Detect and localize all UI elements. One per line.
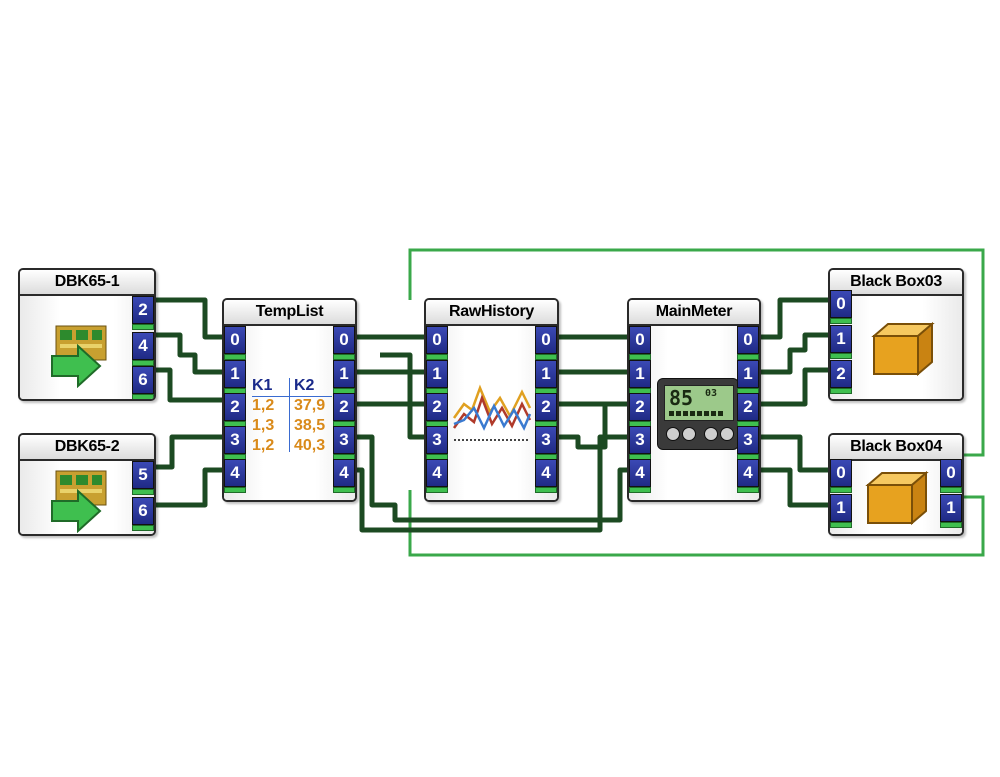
output-port-1[interactable]: 1	[737, 360, 759, 394]
output-port-0[interactable]: 0	[737, 326, 759, 360]
output-port-4[interactable]: 4	[132, 332, 154, 366]
table-cell: 1,2	[252, 437, 275, 454]
input-port-1[interactable]: 1	[830, 494, 852, 528]
output-port-1[interactable]: 1	[940, 494, 962, 528]
wire-rh-mm-3	[558, 404, 608, 450]
input-port-1[interactable]: 1	[629, 360, 651, 394]
table-divider-h	[252, 396, 332, 397]
wire-rh-3-loop	[380, 352, 424, 440]
wire-dbk1-4	[156, 332, 223, 375]
output-port-3[interactable]: 3	[737, 426, 759, 460]
block-title: MainMeter	[629, 300, 759, 326]
block-title: DBK65-1	[20, 270, 154, 296]
input-port-4[interactable]: 4	[629, 459, 651, 493]
input-port-4[interactable]: 4	[224, 459, 246, 493]
meter-knob	[682, 427, 696, 441]
output-port-2[interactable]: 2	[333, 393, 355, 427]
output-port-0[interactable]: 0	[535, 326, 557, 360]
history-chart-icon	[452, 384, 532, 441]
output-port-6[interactable]: 6	[132, 366, 154, 399]
output-port-3[interactable]: 3	[333, 426, 355, 460]
input-port-3[interactable]: 3	[629, 426, 651, 460]
output-port-5[interactable]: 5	[132, 461, 154, 495]
wire-dbk1-6	[156, 367, 223, 403]
input-port-0[interactable]: 0	[830, 290, 852, 324]
input-port-1[interactable]: 1	[830, 325, 852, 359]
input-port-2[interactable]: 2	[830, 360, 852, 394]
output-port-2[interactable]: 2	[535, 393, 557, 427]
wire-dbk2-6	[156, 467, 223, 508]
input-port-2[interactable]: 2	[224, 393, 246, 427]
input-port-3[interactable]: 3	[224, 426, 246, 460]
output-port-4[interactable]: 4	[333, 459, 355, 493]
meter-icon: 85 03	[657, 378, 739, 450]
feedback-loop-wire-bottom	[408, 490, 985, 557]
block-body	[20, 461, 154, 534]
input-port-0[interactable]: 0	[224, 326, 246, 360]
input-port-1[interactable]: 1	[224, 360, 246, 394]
feedback-loop-wire	[408, 248, 985, 457]
output-port-2[interactable]: 2	[132, 296, 154, 330]
wire-mm-bb04-1	[760, 467, 828, 508]
table-cell: 37,9	[294, 397, 326, 414]
block-body	[830, 296, 962, 399]
wire-dbk1-2	[156, 297, 223, 340]
blackbox03-block[interactable]: Black Box03 0 1 2	[828, 268, 964, 401]
input-port-0[interactable]: 0	[830, 459, 852, 493]
input-port-3[interactable]: 3	[426, 426, 448, 460]
output-port-3[interactable]: 3	[535, 426, 557, 460]
output-port-1[interactable]: 1	[333, 360, 355, 394]
table-cell: 40,3	[294, 437, 326, 454]
wire-mm-bb03-0	[760, 297, 828, 340]
input-port-0[interactable]: 0	[629, 326, 651, 360]
data-input-icon	[51, 325, 107, 388]
meter-knob	[666, 427, 680, 441]
input-port-1[interactable]: 1	[426, 360, 448, 394]
meter-knob	[720, 427, 734, 441]
wire-mm-bb04-0	[760, 434, 828, 473]
dbk65-1-block[interactable]: DBK65-1 2 4 6	[18, 268, 156, 401]
table-cell: 38,5	[294, 417, 326, 434]
block-body	[20, 296, 154, 399]
block-title: TempList	[224, 300, 355, 326]
box-icon	[871, 321, 935, 377]
output-port-0[interactable]: 0	[940, 459, 962, 493]
block-title: Black Box04	[830, 435, 962, 461]
output-port-4[interactable]: 4	[737, 459, 759, 493]
output-port-4[interactable]: 4	[535, 459, 557, 493]
meter-bar	[669, 411, 725, 416]
table-divider-v	[289, 378, 290, 452]
wire-tl-rh-3	[356, 434, 628, 523]
input-port-2[interactable]: 2	[629, 393, 651, 427]
dbk65-2-block[interactable]: DBK65-2 5 6	[18, 433, 156, 536]
meter-knob	[704, 427, 718, 441]
wire-dbk2-5	[156, 434, 223, 470]
block-title: Black Box03	[830, 270, 962, 296]
output-port-2[interactable]: 2	[737, 393, 759, 427]
output-port-0[interactable]: 0	[333, 326, 355, 360]
input-port-0[interactable]: 0	[426, 326, 448, 360]
data-input-icon	[51, 470, 107, 533]
block-title: DBK65-2	[20, 435, 154, 461]
column-header-k2: K2	[294, 377, 315, 394]
meter-reading: 85	[669, 386, 694, 410]
table-cell: 1,3	[252, 417, 275, 434]
input-port-2[interactable]: 2	[426, 393, 448, 427]
wire-mm-bb03-1	[760, 332, 828, 375]
table-cell: 1,2	[252, 397, 275, 414]
meter-subreading: 03	[705, 388, 718, 399]
rawhistory-block[interactable]: RawHistory 0 1 2 3 4 0 1 2 3 4	[424, 298, 559, 502]
block-title: RawHistory	[426, 300, 557, 326]
blackbox04-block[interactable]: Black Box04 0 1 0 1	[828, 433, 964, 536]
mainmeter-block[interactable]: MainMeter 85 03 0 1 2 3 4 0 1 2 3 4	[627, 298, 761, 502]
output-port-6[interactable]: 6	[132, 497, 154, 531]
output-port-1[interactable]: 1	[535, 360, 557, 394]
templist-block[interactable]: TempList K1 1,2 1,3 1,2 K2 37,9 38,5 40,…	[222, 298, 357, 502]
meter-display: 85 03	[664, 385, 734, 421]
box-icon	[865, 470, 929, 526]
wire-mm-bb03-2	[760, 367, 828, 407]
input-port-4[interactable]: 4	[426, 459, 448, 493]
column-header-k1: K1	[252, 377, 273, 394]
